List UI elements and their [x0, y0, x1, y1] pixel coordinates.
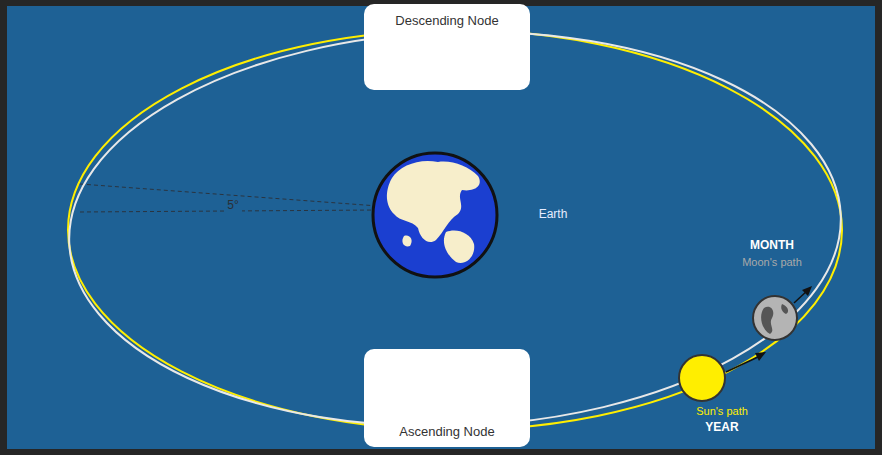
- node-box: Ascending Node: [364, 349, 530, 447]
- moon: [753, 286, 812, 340]
- earth-globe: [373, 153, 497, 277]
- angle-label: 5°: [224, 199, 241, 212]
- sun: [679, 352, 766, 401]
- path-label: Moon's path: [742, 256, 802, 268]
- path-label: Sun's path: [696, 405, 748, 417]
- node-label: Ascending Node: [399, 424, 494, 439]
- period-label: YEAR: [705, 421, 738, 434]
- node-box: Descending Node: [364, 4, 530, 90]
- period-label: MONTH: [750, 239, 794, 252]
- node-label: Descending Node: [395, 13, 498, 28]
- earth-label: Earth: [539, 208, 568, 221]
